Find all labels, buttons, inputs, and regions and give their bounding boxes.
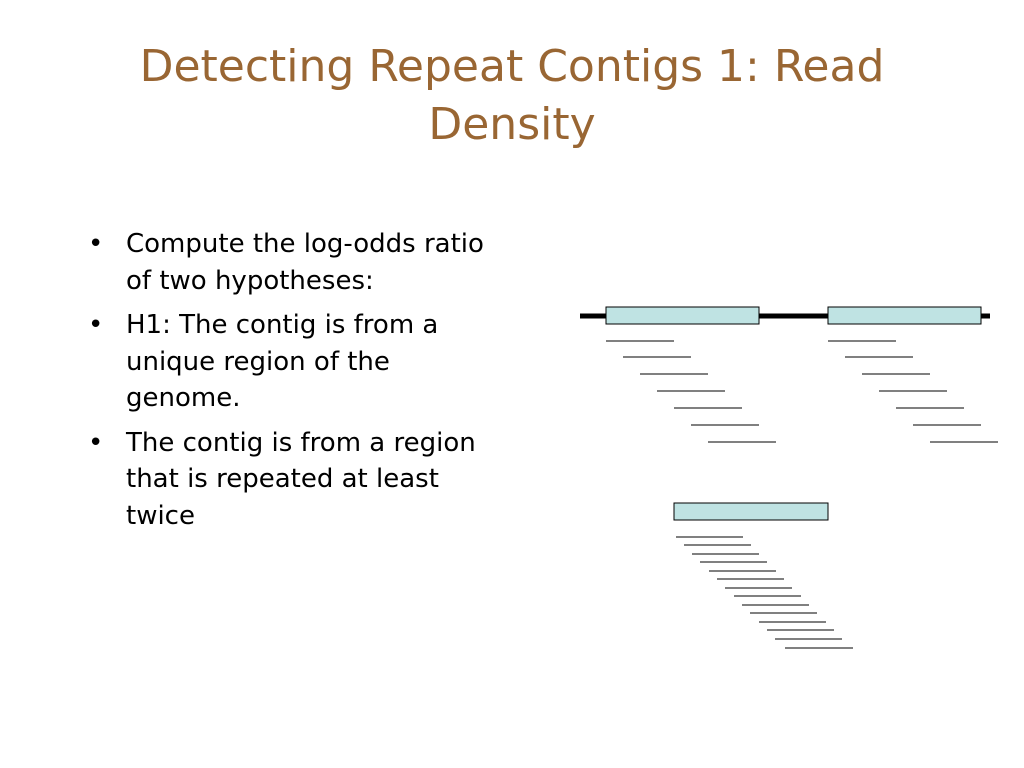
bullet-glyph: • [88,310,104,340]
bullet-item: • H1: The contig is from a unique region… [86,307,496,417]
bullet-glyph: • [88,229,104,259]
bullet-glyph: • [88,427,104,458]
bullet-text: Compute the log-odds ratio of two hypoth… [126,229,484,296]
reads-collapsed [676,536,853,649]
bullet-item: • The contig is from a region that is re… [86,425,496,535]
bullet-text: The contig is from a region that is repe… [126,427,476,531]
reads-copy-2 [828,340,998,443]
bullet-list: • Compute the log-odds ratio of two hypo… [86,226,496,542]
contig-box-repeat-copy-2 [827,306,982,325]
bullet-item: • Compute the log-odds ratio of two hypo… [86,226,496,299]
contig-box-repeat-copy-1 [605,306,760,325]
bullet-text: H1: The contig is from a unique region o… [126,310,439,413]
contig-box-collapsed [673,502,829,521]
reads-copy-1 [606,340,776,443]
slide-title: Detecting Repeat Contigs 1: Read Density [139,41,885,150]
